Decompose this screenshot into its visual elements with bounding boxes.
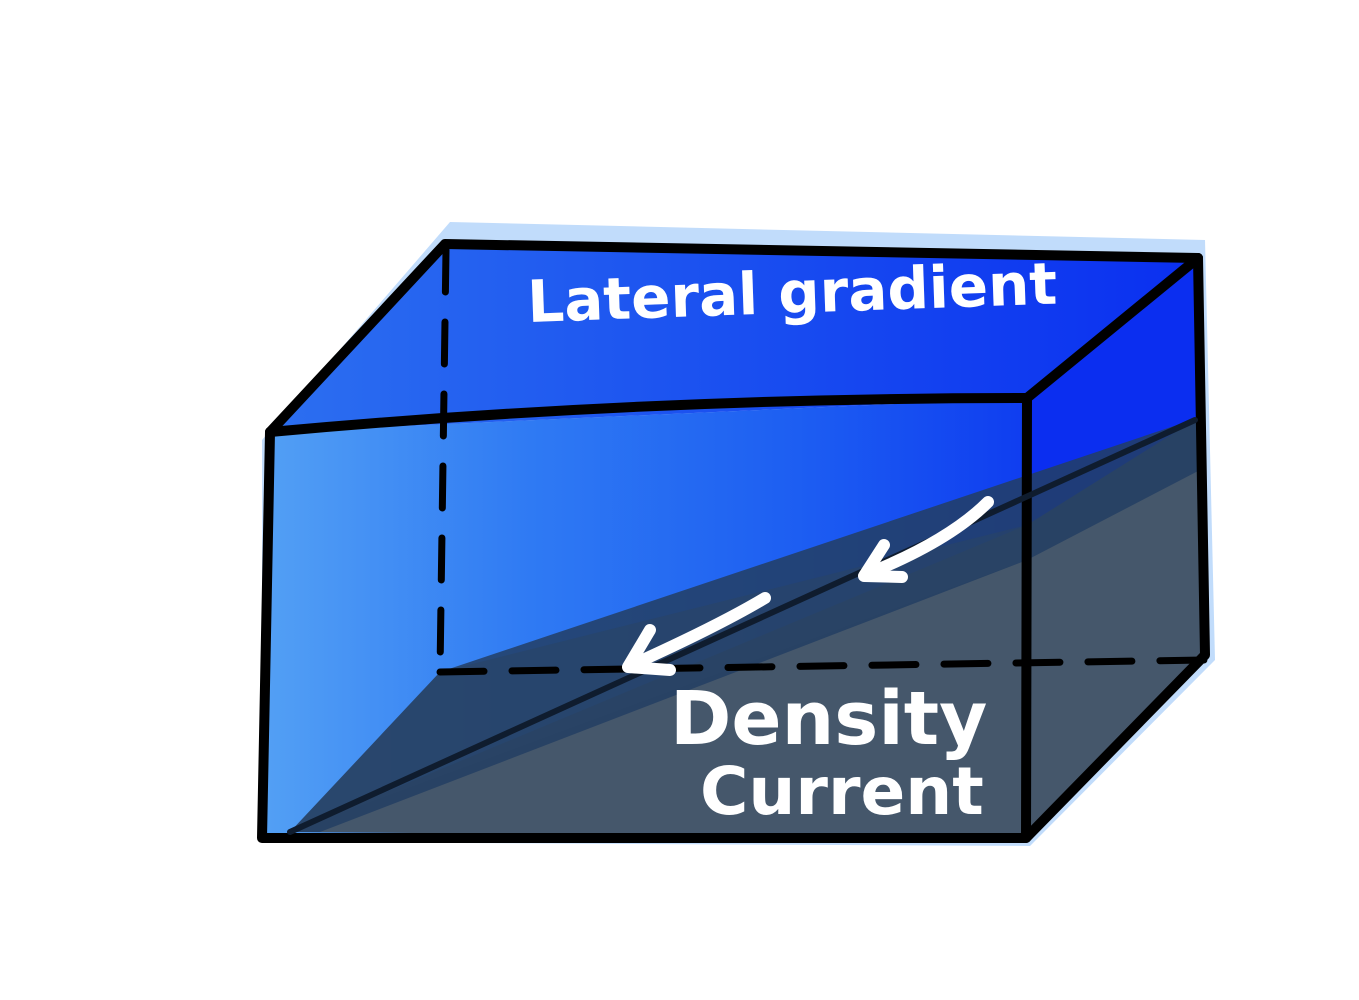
- current-label: Current: [700, 753, 984, 830]
- flow-arrow-icon: [622, 592, 771, 676]
- top-face: [270, 244, 1198, 432]
- hidden-edge-horizontal: [436, 656, 1209, 676]
- hidden-edge-vertical: [436, 246, 450, 676]
- box-outline: [257, 239, 1210, 843]
- interface-line: [287, 417, 1198, 835]
- dense-layer-wedge: [290, 525, 1027, 832]
- density-label: Density: [670, 676, 987, 762]
- flow-arrow-icon: [858, 496, 994, 583]
